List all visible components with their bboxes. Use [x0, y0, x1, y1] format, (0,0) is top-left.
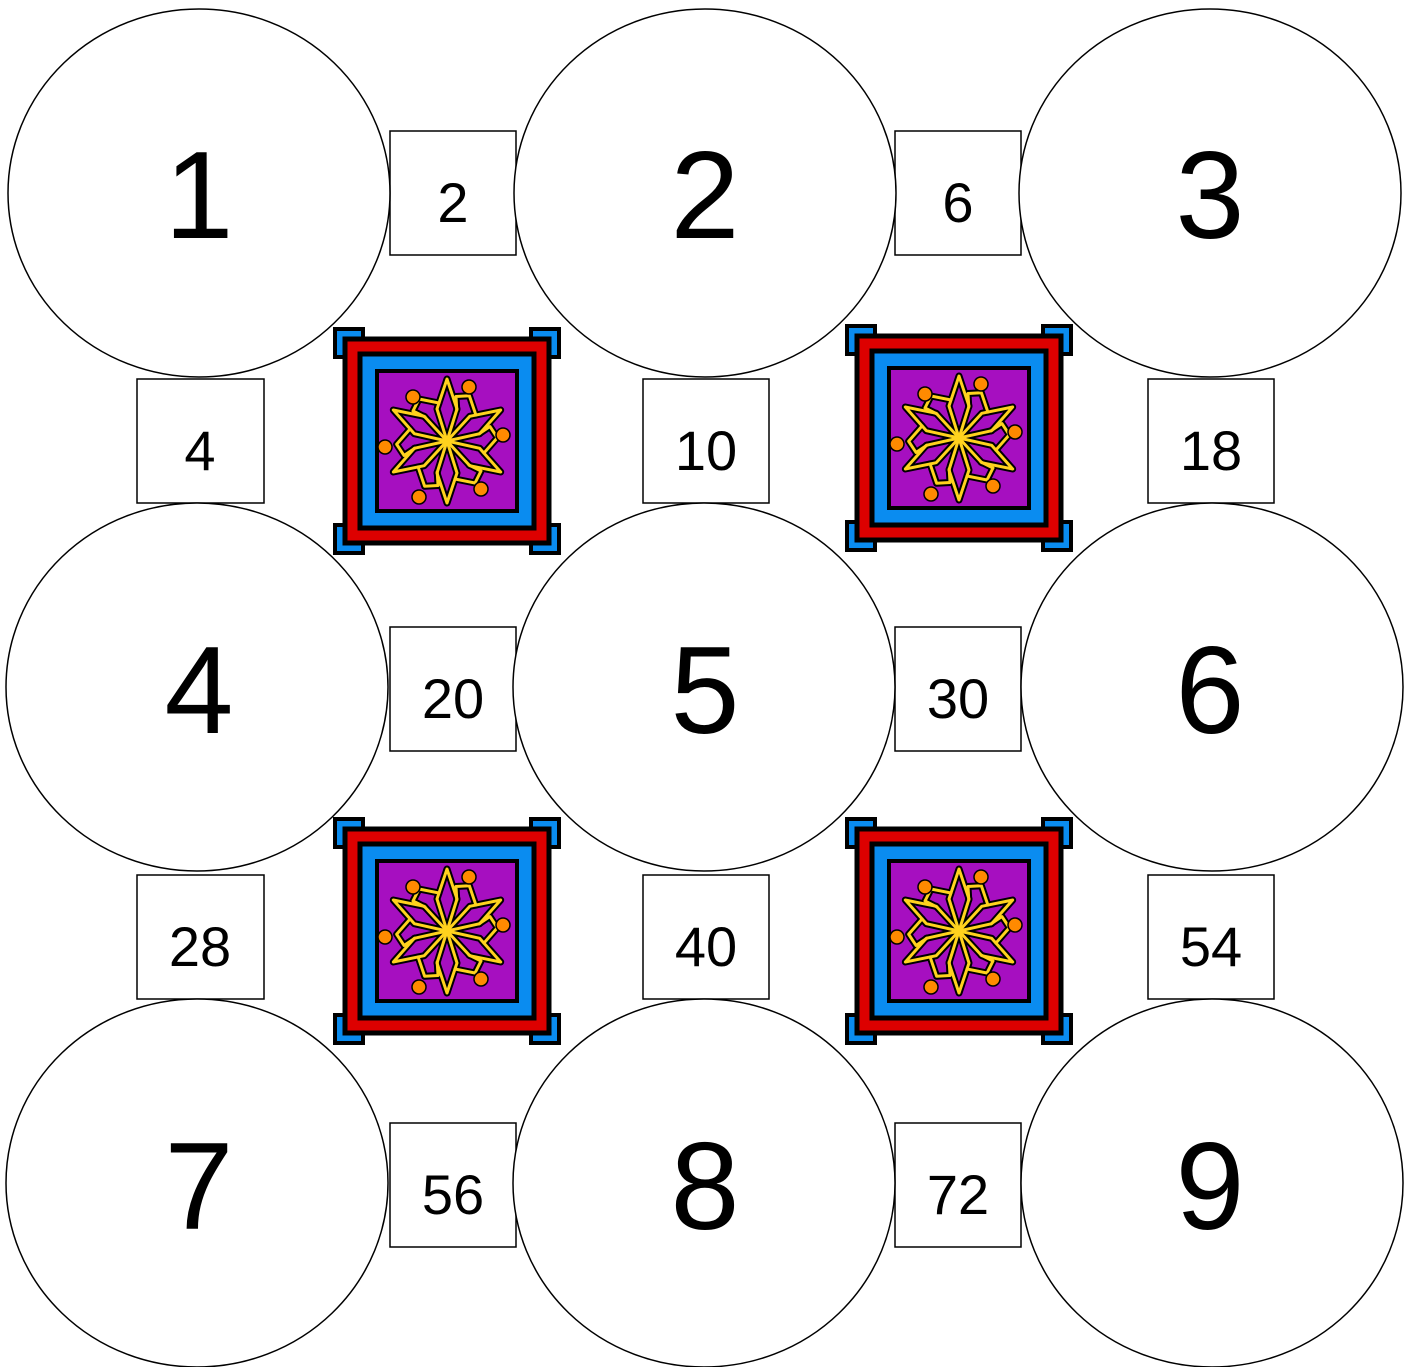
number-circle-4: 4	[6, 503, 388, 871]
ornamental-rosette-tile-icon	[847, 326, 1071, 550]
ornament-tile-bottom-left	[335, 819, 559, 1043]
product-box-label: 72	[927, 1163, 989, 1226]
ornamental-rosette-tile-icon	[335, 329, 559, 553]
product-box-row1-a: 2	[390, 131, 516, 255]
ornamental-rosette-tile-icon	[335, 819, 559, 1043]
product-box-col3-b: 54	[1148, 875, 1274, 999]
product-box-col1-b: 28	[137, 875, 264, 999]
product-box-col1-a: 4	[137, 379, 264, 503]
circle-number: 9	[1176, 1118, 1245, 1256]
number-circle-7: 7	[6, 999, 388, 1367]
number-circle-2: 2	[514, 9, 896, 377]
number-circle-6: 6	[1021, 503, 1403, 871]
product-box-label: 4	[184, 419, 215, 482]
circle-number: 1	[165, 127, 234, 265]
product-box-label: 28	[169, 915, 231, 978]
ornamental-rosette-tile-icon	[847, 819, 1071, 1043]
product-box-label: 40	[675, 915, 737, 978]
number-circle-3: 3	[1019, 9, 1401, 377]
product-box-label: 6	[942, 171, 973, 234]
product-box-col3-a: 18	[1148, 379, 1274, 503]
circle-number: 7	[165, 1118, 234, 1256]
product-box-row3-a: 56	[390, 1123, 516, 1247]
product-box-row1-b: 6	[895, 131, 1021, 255]
product-box-row2-a: 20	[390, 627, 516, 751]
number-circle-5: 5	[513, 503, 895, 871]
circle-number: 3	[1176, 127, 1245, 265]
circle-number: 6	[1176, 622, 1245, 760]
product-box-label: 54	[1180, 915, 1242, 978]
circle-number: 5	[671, 622, 740, 760]
number-circle-8: 8	[513, 999, 895, 1367]
product-box-label: 10	[675, 419, 737, 482]
product-box-label: 56	[422, 1163, 484, 1226]
ornament-tile-top-right	[847, 326, 1071, 550]
product-box-label: 30	[927, 667, 989, 730]
product-box-label: 18	[1180, 419, 1242, 482]
product-box-col2-a: 10	[643, 379, 769, 503]
product-box-row2-b: 30	[895, 627, 1021, 751]
ornament-tile-bottom-right	[847, 819, 1071, 1043]
number-circle-9: 9	[1021, 999, 1403, 1367]
product-box-label: 2	[437, 171, 468, 234]
circle-number: 2	[671, 127, 740, 265]
circle-number: 8	[671, 1118, 740, 1256]
product-box-label: 20	[422, 667, 484, 730]
product-box-col2-b: 40	[643, 875, 769, 999]
number-circle-1: 1	[8, 9, 390, 377]
ornament-tile-top-left	[335, 329, 559, 553]
product-box-row3-b: 72	[895, 1123, 1021, 1247]
circle-number: 4	[165, 622, 234, 760]
